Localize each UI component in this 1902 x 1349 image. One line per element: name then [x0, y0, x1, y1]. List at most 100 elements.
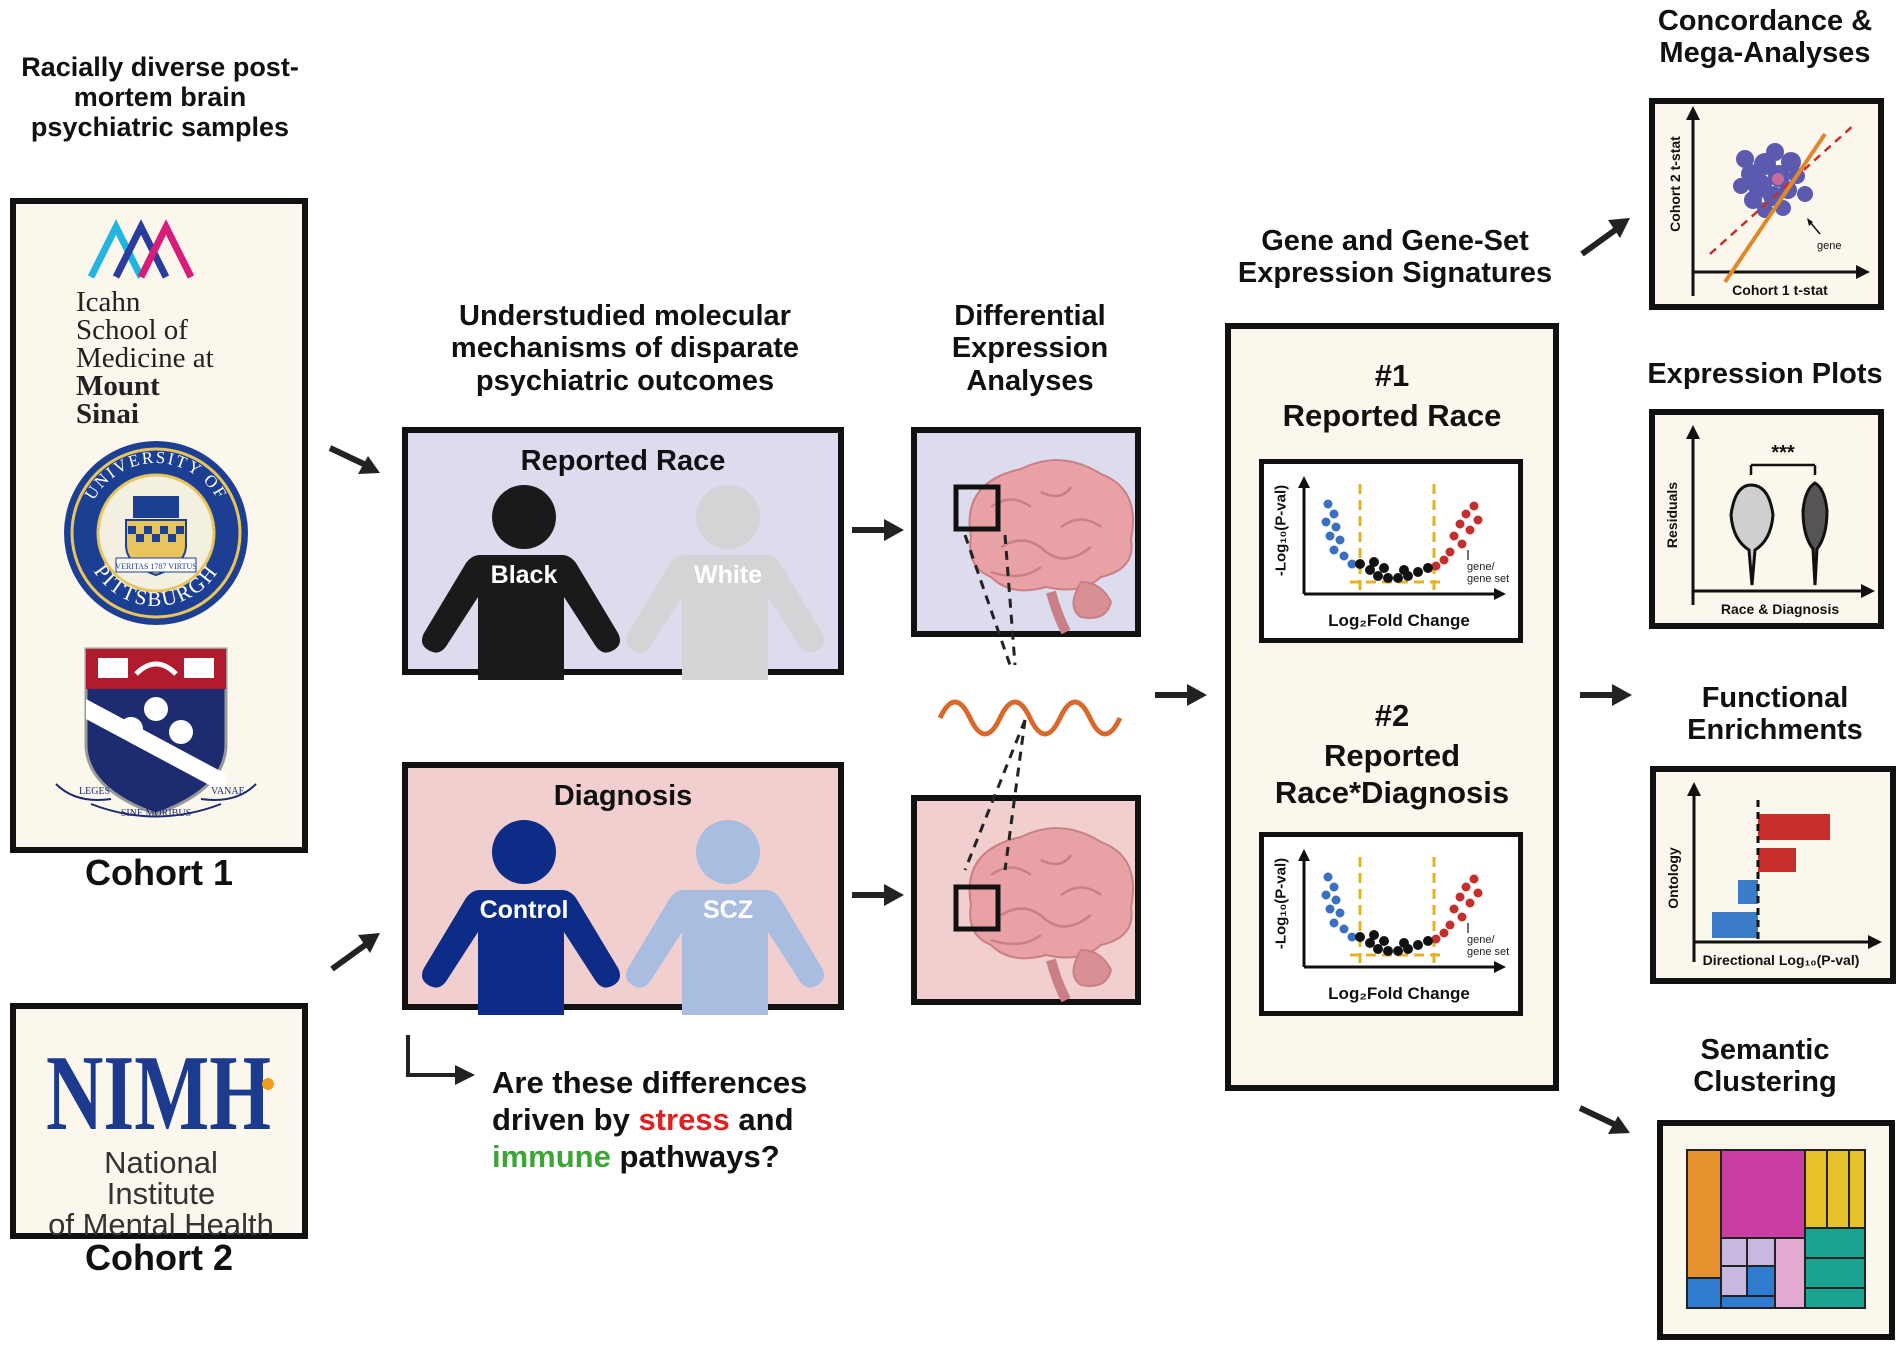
volcano-point-ns — [1355, 932, 1365, 942]
semantic-heading: Semantic Clustering — [1693, 1034, 1837, 1099]
signatures-panel: #1 Reported Race -Log₁₀(P-val) Log₂Fold … — [1225, 323, 1559, 1091]
volcano-point-ns — [1365, 938, 1375, 948]
volcano-point-down — [1329, 545, 1339, 555]
volcano-point-down — [1325, 531, 1335, 541]
volcano-point-ns — [1393, 573, 1403, 583]
volcano-point-up — [1465, 898, 1475, 908]
penn-motto-2: SINE MORIBUS — [121, 808, 191, 819]
volcano-point-up — [1439, 928, 1449, 938]
volcano-point-down — [1323, 872, 1333, 882]
black-figure-label: Black — [490, 561, 558, 589]
volcano-point-ns — [1399, 938, 1409, 948]
concordance-xlabel: Cohort 1 t-stat — [1732, 282, 1828, 298]
sig1-title: Reported Race — [1282, 398, 1502, 433]
arrow-icon — [1578, 1105, 1630, 1134]
concordance-panel: gene Cohort 2 t-stat Cohort 1 t-stat — [1649, 98, 1884, 310]
de-heading: Differential Expression Analyses — [951, 300, 1109, 397]
volcano-point-up — [1461, 882, 1471, 892]
expression-panel: *** Residuals Race & Diagnosis — [1649, 409, 1884, 629]
nimh-line: National Institute — [104, 1145, 218, 1211]
volcano-annot-line: gene/ — [1467, 561, 1495, 573]
brain-icon — [953, 827, 1134, 1003]
concordance-ylabel: Cohort 2 t-stat — [1667, 136, 1683, 232]
brain-panel-race — [911, 427, 1141, 637]
volcano-point-down — [1335, 535, 1345, 545]
brain-icon — [953, 459, 1134, 635]
nimh-logo: NIMH — [46, 1034, 271, 1153]
race-panel-title: Reported Race — [520, 445, 726, 477]
volcano-point-up — [1445, 920, 1455, 930]
enrichment-bar-chart — [1687, 782, 1882, 962]
expression-xlabel: Race & Diagnosis — [1720, 601, 1840, 617]
volcano-xlabel: Log₂Fold Change — [1328, 611, 1470, 630]
person-black-icon — [422, 485, 620, 680]
volcano-point-up — [1469, 501, 1479, 511]
semantic-panel — [1657, 1120, 1895, 1340]
icahn-line: Mount — [76, 370, 160, 402]
functional-panel: Ontology Directional Log₁₀(P-val) — [1650, 766, 1896, 984]
volcano-point-down — [1321, 890, 1331, 900]
volcano-point-ns — [1369, 930, 1379, 940]
penn-shield-icon: LEGES SINE MORIBUS VANAE — [55, 647, 257, 819]
volcano-point-up — [1455, 519, 1465, 529]
functional-xlabel: Directional Log₁₀(P-val) — [1702, 952, 1860, 968]
violin-plot: *** — [1686, 425, 1875, 605]
volcano-point-ns — [1365, 565, 1375, 575]
question-part1: Are these differences driven by — [492, 1065, 808, 1137]
volcano-point-ns — [1399, 565, 1409, 575]
volcano-point-up — [1473, 888, 1483, 898]
volcano-point-ns — [1379, 563, 1389, 573]
volcano-annot-line: gene set — [1467, 573, 1510, 585]
volcano-point-down — [1325, 904, 1335, 914]
scz-figure-label: SCZ — [703, 896, 753, 924]
cohorts-heading: Racially diverse post-mortem brain psych… — [21, 52, 299, 143]
volcano-point-up — [1469, 874, 1479, 884]
volcano-ylabel: -Log₁₀(P-val) — [1272, 484, 1290, 577]
volcano-y-arrow — [1298, 476, 1310, 488]
volcano-annot: gene/ gene set — [1467, 934, 1509, 958]
volcano-point-up — [1445, 547, 1455, 557]
person-scz-icon — [626, 820, 824, 1015]
icahn-line: Medicine at — [76, 342, 214, 374]
volcano-point-down — [1339, 551, 1349, 561]
sig1-number: #1 — [1374, 358, 1410, 393]
brain-panel-diagnosis — [911, 795, 1141, 1005]
volcano-annot: gene/ gene set — [1467, 561, 1509, 585]
volcano-point-down — [1347, 932, 1357, 942]
question-part3: pathways? — [610, 1139, 780, 1174]
mechanisms-heading: Understudied molecular mechanisms of dis… — [450, 300, 800, 397]
volcano-point-ns — [1413, 940, 1423, 950]
volcano-point-down — [1331, 522, 1341, 532]
volcano-xlabel: Log₂Fold Change — [1328, 984, 1470, 1003]
expression-heading: Expression Plots — [1647, 358, 1883, 390]
volcano-point-down — [1323, 499, 1333, 509]
volcano-point-up — [1455, 892, 1465, 902]
volcano-point-ns — [1423, 563, 1433, 573]
volcano-point-down — [1329, 918, 1339, 928]
arrow-icon — [852, 884, 904, 906]
icahn-line: Sinai — [76, 398, 139, 430]
concordance-heading: Concordance & Mega-Analyses — [1657, 5, 1873, 70]
stress-word: stress — [638, 1102, 730, 1137]
person-control-icon — [422, 820, 620, 1015]
concordance-annot: gene — [1817, 240, 1841, 252]
signal-wave-icon — [937, 699, 1123, 737]
volcano-chart — [1298, 476, 1506, 600]
cohort1-panel: Icahn School of Medicine at Mount Sinai … — [10, 198, 308, 853]
icahn-logo-icon — [87, 219, 195, 279]
zoom-lines-icon — [963, 534, 1017, 666]
volcano-point-up — [1449, 904, 1459, 914]
volcano-point-down — [1335, 908, 1345, 918]
volcano-point-up — [1439, 555, 1449, 565]
volcano-point-up — [1431, 934, 1441, 944]
volcano-point-ns — [1413, 567, 1423, 577]
sig2-number: #2 — [1374, 698, 1410, 733]
nimh-logo-icon: NIMH — [46, 1034, 274, 1153]
arrow-icon — [1580, 218, 1630, 257]
expression-significance: *** — [1771, 442, 1795, 464]
volcano-ylabel: -Log₁₀(P-val) — [1272, 857, 1290, 950]
volcano-x-arrow — [1494, 588, 1506, 600]
pitt-seal-icon: UNIVERSITY OF PITTSBURGH VERITAS 1787 VI… — [64, 441, 248, 625]
concordance-scatter: gene — [1686, 106, 1870, 296]
person-white-icon — [626, 485, 824, 680]
